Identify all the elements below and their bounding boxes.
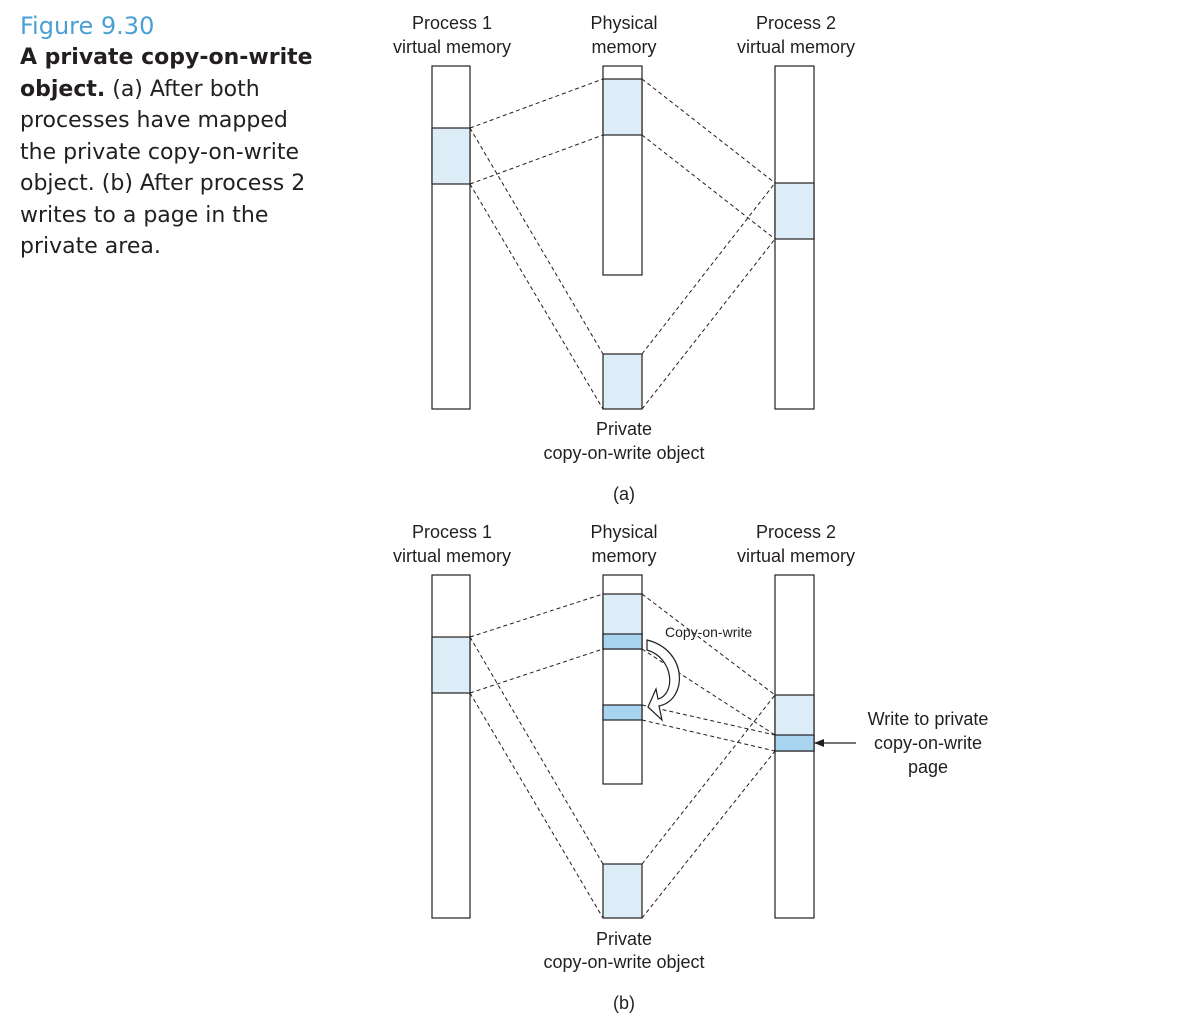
original-page [602,633,643,650]
physical-shared-area [602,78,643,136]
process1-label-line2: virtual memory [393,37,511,57]
process1-private-area [431,636,471,694]
physical-label-line2: memory [591,546,656,566]
process1-label-line1: Process 1 [412,522,492,542]
cow-object-label-line2: copy-on-write object [543,952,704,972]
process1-private-area [431,127,471,185]
process2-private-area [774,182,815,240]
process1-vm-column [431,574,471,919]
panel-a-label: (a) [613,484,635,504]
physical-label-line2: memory [591,37,656,57]
cow-object-box [602,353,643,410]
cow-object-box [602,863,643,919]
caption-title: A private copy-on-write object. [20,45,313,102]
panel-b-label: (b) [613,993,635,1013]
cow-object-label-line1: Private [596,929,652,949]
process2-label-line2: virtual memory [737,546,855,566]
physical-label-line1: Physical [590,13,657,33]
mapping-lines-b [469,593,776,919]
cow-object-label-line2: copy-on-write object [543,443,704,463]
write-label-line2: copy-on-write [874,733,982,753]
process2-label-line1: Process 2 [756,522,836,542]
mapping-lines-a [469,78,776,410]
write-label-line3: page [908,757,948,777]
caption-text: (a) After both processes have mapped the… [20,76,306,260]
copied-page [602,704,643,721]
process2-written-page [774,734,815,752]
copy-on-write-label: Copy-on-write [665,624,752,640]
copy-on-write-arrow-icon [646,639,680,722]
process1-label-line2: virtual memory [393,546,511,566]
panel-b: Process 1 virtual memory Physical memory… [393,522,988,1013]
process1-vm-column [431,65,471,410]
process1-label-line1: Process 1 [412,13,492,33]
write-label-line1: Write to private [868,709,989,729]
physical-label-line1: Physical [590,522,657,542]
figure-caption: Figure 9.30 A private copy-on-write obje… [20,10,320,263]
process2-label-line1: Process 2 [756,13,836,33]
panel-a: Process 1 virtual memory Physical memory… [393,13,855,504]
process2-label-line2: virtual memory [737,37,855,57]
caption-body: A private copy-on-write object. (a) Afte… [20,42,320,263]
cow-object-label-line1: Private [596,419,652,439]
figure-number: Figure 9.30 [20,12,155,40]
